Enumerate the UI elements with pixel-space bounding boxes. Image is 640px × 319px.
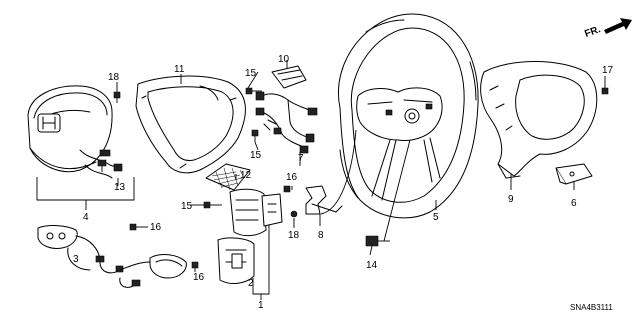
grille-panel (205, 163, 251, 191)
callout-9: 9 (508, 194, 514, 205)
callout-5: 5 (433, 212, 439, 223)
callout-12: 12 (240, 170, 252, 181)
fasteners (97, 87, 609, 269)
callout-16-left: 16 (150, 222, 162, 233)
rear-cover (480, 61, 598, 179)
callout-15-mid: 15 (250, 150, 262, 161)
steering-wheel (338, 13, 479, 219)
small-bracket (305, 185, 343, 215)
wire-harness (255, 91, 318, 154)
callout-6: 6 (571, 198, 577, 209)
callout-3: 3 (73, 254, 79, 265)
front-direction-arrow (604, 18, 632, 34)
callout-18-lower: 18 (288, 230, 300, 241)
switch-bracket (229, 188, 283, 237)
direction-label: FR. (583, 24, 602, 40)
callout-11: 11 (174, 64, 185, 75)
mounting-bracket (555, 163, 593, 185)
leader-lines (36, 60, 606, 300)
steering-cover-frame (135, 75, 246, 174)
callout-16-right: 16 (286, 172, 298, 183)
callout-15-top: 15 (245, 68, 257, 79)
airbag-module (27, 85, 123, 179)
callout-10: 10 (278, 54, 290, 65)
callout-15-lower: 15 (181, 201, 193, 212)
callout-7: 7 (298, 153, 304, 164)
callout-labels: 1 2 3 4 5 6 7 8 9 10 11 12 13 14 15 15 1… (73, 24, 614, 312)
diagram-code: SNA4B3111 (570, 303, 613, 312)
callout-16-lower: 16 (193, 272, 205, 283)
clip-bracket (271, 65, 307, 89)
callout-17: 17 (602, 65, 614, 76)
callout-4: 4 (83, 212, 89, 223)
callout-18-top: 18 (108, 72, 120, 83)
callout-8: 8 (318, 230, 324, 241)
cover-switch (217, 237, 255, 284)
callout-1: 1 (258, 300, 264, 311)
switch-harness (37, 225, 187, 288)
callout-2: 2 (248, 278, 254, 289)
callout-13: 13 (114, 182, 126, 193)
callout-14: 14 (366, 260, 378, 271)
